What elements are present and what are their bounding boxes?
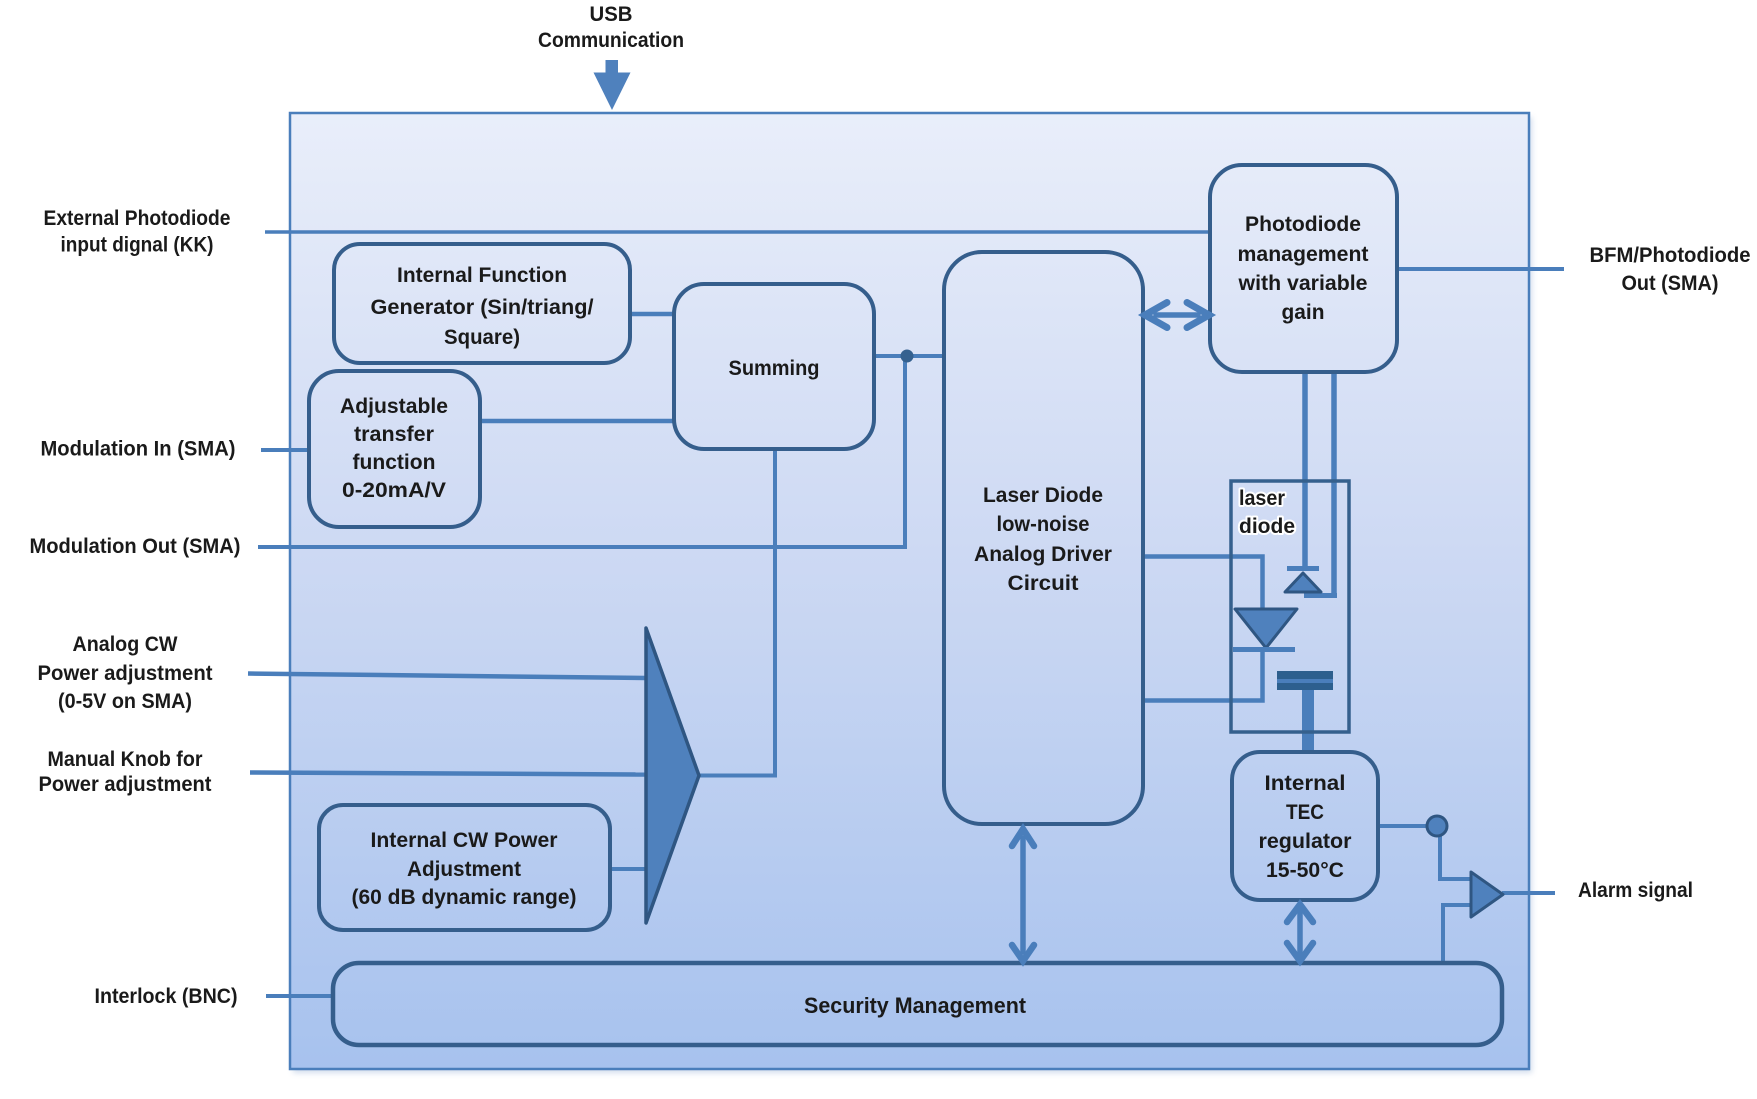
svg-text:BFM/Photodiode: BFM/Photodiode (1590, 244, 1751, 267)
svg-text:Interlock (BNC): Interlock (BNC) (95, 985, 238, 1008)
svg-text:management: management (1238, 243, 1369, 266)
svg-text:laser: laser (1239, 487, 1285, 510)
svg-text:(0-5V on SMA): (0-5V on SMA) (58, 690, 192, 713)
svg-text:Modulation In (SMA): Modulation In (SMA) (41, 438, 236, 461)
svg-text:Adjustable: Adjustable (340, 395, 448, 418)
svg-text:Square): Square) (444, 326, 520, 349)
svg-text:Laser Diode: Laser Diode (983, 484, 1103, 507)
svg-text:gain: gain (1282, 301, 1325, 324)
svg-text:Power adjustment: Power adjustment (39, 773, 212, 796)
svg-text:Manual Knob for: Manual Knob for (48, 748, 203, 771)
svg-text:Internal: Internal (1265, 772, 1346, 795)
svg-text:Summing: Summing (729, 357, 820, 380)
svg-text:Security Management: Security Management (804, 993, 1027, 1018)
svg-text:transfer: transfer (354, 423, 434, 446)
svg-text:0-20mA/V: 0-20mA/V (342, 479, 446, 502)
svg-text:with variable: with variable (1237, 272, 1367, 295)
svg-text:Communication: Communication (538, 29, 684, 52)
svg-text:Out (SMA): Out (SMA) (1622, 272, 1719, 295)
svg-text:Internal CW Power: Internal CW Power (371, 829, 558, 852)
svg-text:Power adjustment: Power adjustment (38, 662, 213, 685)
svg-text:Generator (Sin/triang/: Generator (Sin/triang/ (371, 296, 594, 319)
svg-text:Analog Driver: Analog Driver (974, 543, 1112, 566)
svg-text:TEC: TEC (1286, 801, 1324, 824)
svg-text:15-50°C: 15-50°C (1266, 859, 1344, 882)
svg-text:USB: USB (590, 3, 633, 26)
svg-text:Modulation Out (SMA): Modulation Out (SMA) (30, 535, 241, 558)
svg-text:Analog CW: Analog CW (73, 633, 178, 656)
svg-text:Adjustment: Adjustment (407, 858, 521, 881)
svg-text:External Photodiode: External Photodiode (44, 207, 231, 230)
svg-text:Alarm signal: Alarm signal (1578, 879, 1693, 902)
svg-text:low-noise: low-noise (997, 513, 1090, 536)
svg-text:Circuit: Circuit (1008, 572, 1079, 595)
svg-text:(60 dB dynamic range): (60 dB dynamic range) (352, 886, 577, 909)
svg-text:input dignal (KK): input dignal (KK) (61, 234, 214, 257)
svg-text:Photodiode: Photodiode (1245, 213, 1361, 236)
svg-text:Internal Function: Internal Function (397, 264, 567, 287)
svg-text:function: function (353, 451, 436, 474)
svg-text:regulator: regulator (1259, 830, 1352, 853)
svg-text:diode: diode (1239, 515, 1295, 538)
